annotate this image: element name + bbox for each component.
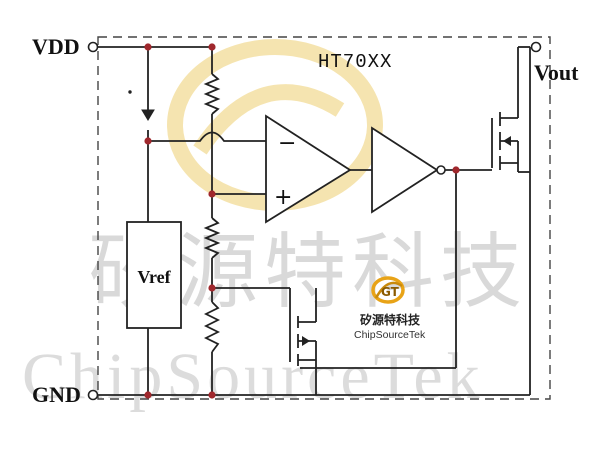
vref-block: Vref — [126, 221, 182, 329]
vdd-terminal — [87, 41, 99, 53]
junctions — [144, 43, 460, 399]
gnd-terminal — [87, 389, 99, 401]
junction-dot — [208, 43, 216, 51]
noninverting-input-symbol: + — [274, 185, 292, 210]
comparator-triangle — [265, 114, 352, 224]
vref-label: Vref — [137, 267, 171, 287]
inversion-bubble — [436, 165, 446, 175]
resistor-r3 — [203, 301, 221, 353]
vout-label: Vout — [534, 60, 579, 85]
gnd-label: GND — [32, 382, 81, 407]
junction-dot — [144, 137, 152, 145]
current-source-arrow — [128, 90, 155, 121]
feedback-nmos-transistor — [289, 288, 317, 395]
junction-dot — [144, 43, 152, 51]
company-logo: GT 矽源特科技 ChipSourceTek — [354, 276, 426, 341]
junction-dot — [144, 391, 152, 399]
inverting-input-symbol: − — [278, 131, 296, 156]
vdd-label: VDD — [32, 34, 80, 59]
logo-chinese-text: 矽源特科技 — [360, 312, 421, 327]
junction-dot — [452, 166, 460, 174]
watermark-english-text: ChipSourceTek — [22, 340, 484, 413]
vout-terminal — [530, 41, 542, 53]
junction-dot — [208, 190, 216, 198]
wires — [98, 46, 531, 396]
package-border — [97, 36, 551, 400]
junction-dot — [208, 284, 216, 292]
pin-terminals — [87, 41, 542, 401]
comparator: − + — [265, 114, 352, 224]
logo-mark-letters: GT — [381, 285, 400, 299]
logo-mark-icon: GT — [371, 276, 405, 304]
resistor-r1 — [203, 73, 221, 115]
junction-dot — [208, 391, 216, 399]
inverting-buffer — [371, 126, 446, 214]
output-pmos-transistor — [491, 47, 530, 173]
vref-box — [126, 221, 182, 329]
logo-english-text: ChipSourceTek — [354, 329, 426, 341]
resistors — [203, 73, 221, 353]
buffer-triangle — [371, 126, 439, 214]
part-number: HT70XX — [318, 51, 392, 73]
resistor-r2 — [203, 217, 221, 259]
